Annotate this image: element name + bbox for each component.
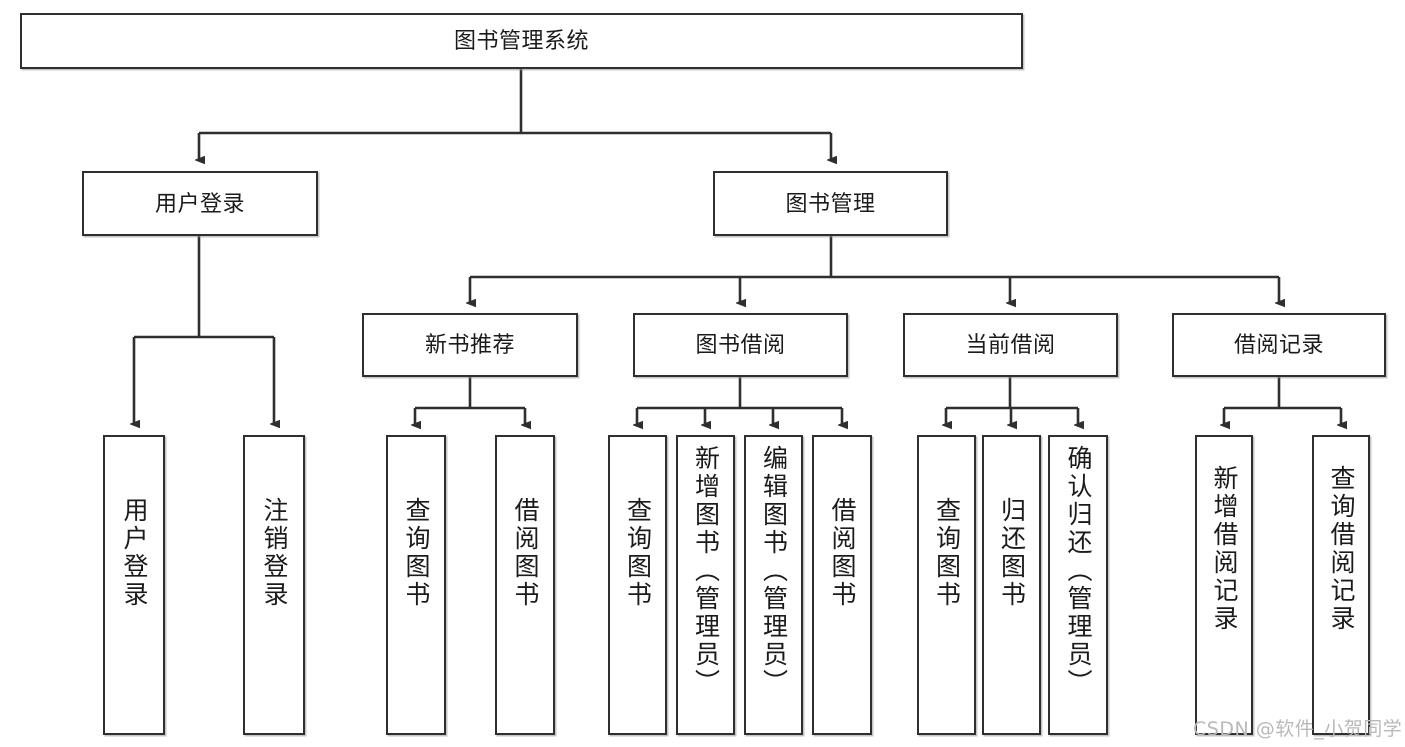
node-root-system[interactable]: 图书管理系统 bbox=[20, 13, 1023, 69]
leaf-new-book-query-label: 查询图书 bbox=[402, 497, 430, 609]
node-book-management[interactable]: 图书管理 bbox=[713, 171, 948, 236]
node-user-login[interactable]: 用户登录 bbox=[82, 171, 318, 236]
leaf-current-borrow-query-label: 查询图书 bbox=[932, 497, 961, 609]
leaf-user-login-signin-label: 用户登录 bbox=[120, 497, 148, 609]
leaf-borrow-record-query-label: 查询借阅记录 bbox=[1327, 465, 1355, 633]
node-current-borrow-label: 当前借阅 bbox=[965, 332, 1056, 358]
leaf-book-borrow-query[interactable]: 查询图书 bbox=[608, 435, 667, 735]
node-root-system-label: 图书管理系统 bbox=[453, 28, 589, 54]
leaf-borrow-record-add[interactable]: 新增借阅记录 bbox=[1195, 435, 1253, 735]
leaf-borrow-record-query[interactable]: 查询借阅记录 bbox=[1312, 435, 1370, 735]
leaf-user-login-signout[interactable]: 注销登录 bbox=[243, 435, 305, 735]
leaf-book-borrow-edit[interactable]: 编辑图书（管理员） bbox=[744, 435, 803, 735]
node-current-borrow[interactable]: 当前借阅 bbox=[903, 313, 1118, 377]
leaf-new-book-query[interactable]: 查询图书 bbox=[386, 435, 446, 735]
leaf-book-borrow-add-label: 新增图书（管理员） bbox=[691, 445, 720, 697]
csdn-watermark: CSDN @软件_小贺同学 bbox=[1193, 718, 1403, 740]
leaf-current-borrow-return-label: 归还图书 bbox=[997, 497, 1026, 609]
node-book-borrow[interactable]: 图书借阅 bbox=[633, 313, 848, 377]
node-book-borrow-label: 图书借阅 bbox=[695, 332, 786, 358]
leaf-current-borrow-confirm-label: 确认归还（管理员） bbox=[1064, 445, 1092, 697]
node-new-book-recommend[interactable]: 新书推荐 bbox=[362, 313, 578, 377]
leaf-user-login-signin[interactable]: 用户登录 bbox=[103, 435, 165, 735]
leaf-borrow-record-add-label: 新增借阅记录 bbox=[1210, 465, 1238, 633]
leaf-user-login-signout-label: 注销登录 bbox=[260, 497, 288, 609]
node-borrow-record[interactable]: 借阅记录 bbox=[1172, 313, 1386, 377]
leaf-book-borrow-add[interactable]: 新增图书（管理员） bbox=[676, 435, 735, 735]
node-book-management-label: 图书管理 bbox=[785, 190, 876, 216]
leaf-new-book-borrow-label: 借阅图书 bbox=[511, 497, 539, 609]
node-user-login-label: 用户登录 bbox=[154, 190, 245, 216]
leaf-current-borrow-query[interactable]: 查询图书 bbox=[917, 435, 976, 735]
node-new-book-recommend-label: 新书推荐 bbox=[424, 332, 515, 358]
leaf-book-borrow-query-label: 查询图书 bbox=[623, 497, 652, 609]
leaf-current-borrow-return[interactable]: 归还图书 bbox=[982, 435, 1041, 735]
leaf-new-book-borrow[interactable]: 借阅图书 bbox=[495, 435, 555, 735]
leaf-book-borrow-edit-label: 编辑图书（管理员） bbox=[759, 445, 788, 697]
leaf-book-borrow-borrow[interactable]: 借阅图书 bbox=[812, 435, 872, 735]
leaf-current-borrow-confirm[interactable]: 确认归还（管理员） bbox=[1048, 435, 1108, 735]
leaf-book-borrow-borrow-label: 借阅图书 bbox=[828, 497, 856, 609]
node-borrow-record-label: 借阅记录 bbox=[1233, 332, 1324, 358]
